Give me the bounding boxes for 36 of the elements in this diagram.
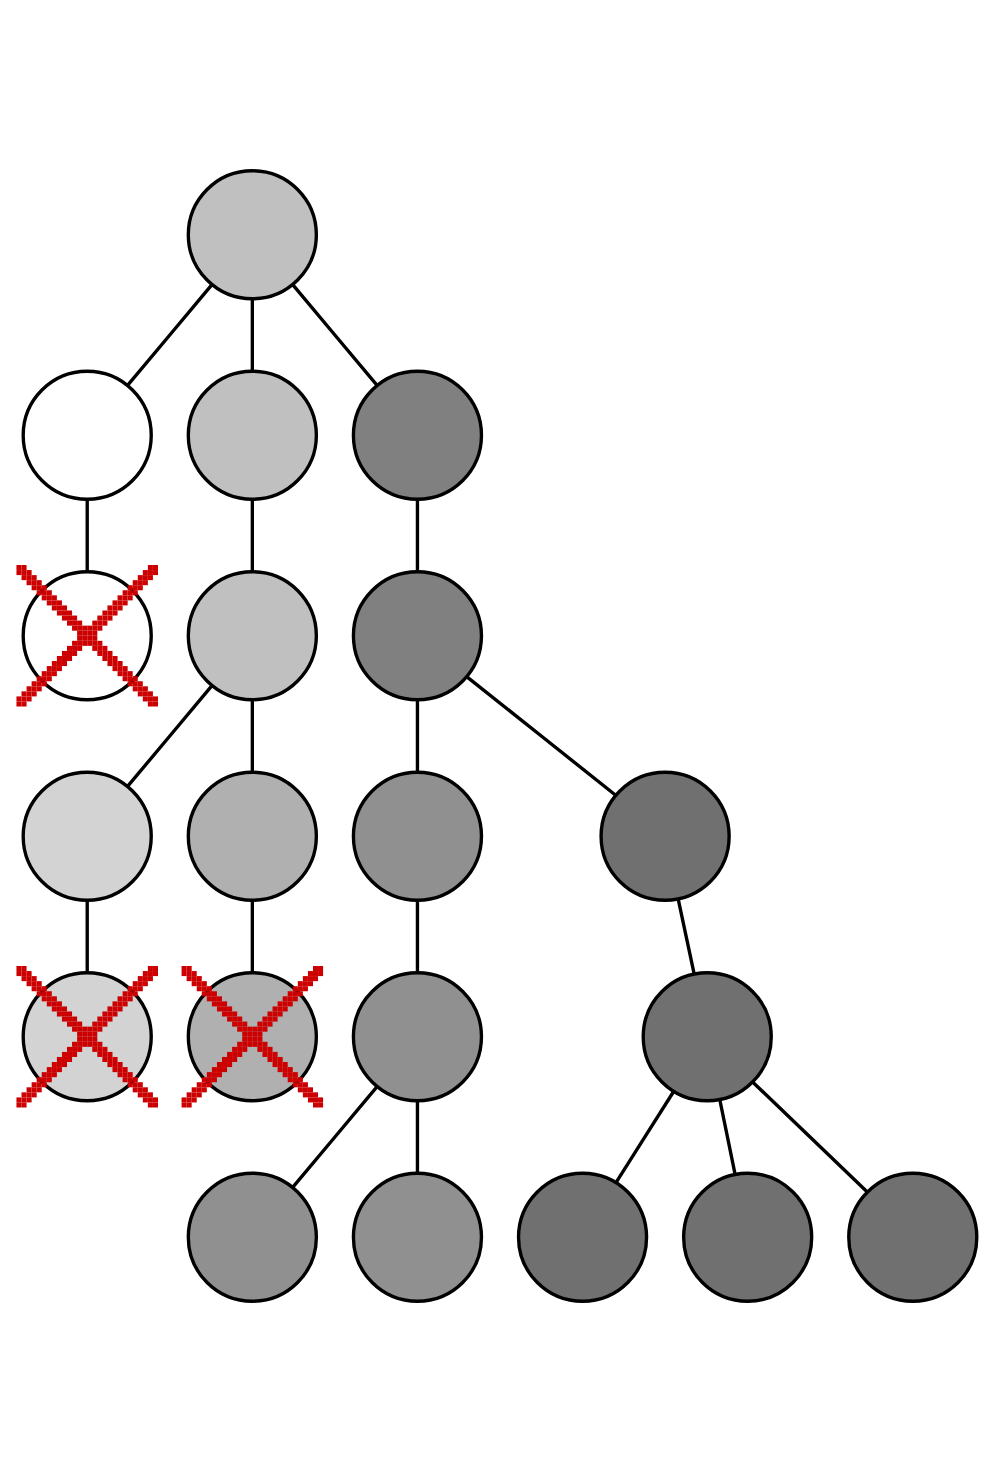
connector xyxy=(126,684,214,788)
node-circle xyxy=(681,1171,814,1303)
node-circle xyxy=(21,369,153,501)
node-circle xyxy=(186,570,319,702)
connector xyxy=(250,298,254,371)
node-circle xyxy=(21,770,153,902)
connector xyxy=(85,499,89,572)
connector xyxy=(250,699,254,772)
node-circle xyxy=(351,971,484,1103)
node-circle xyxy=(186,369,319,501)
connector xyxy=(291,283,379,387)
connector xyxy=(415,1100,420,1173)
connector xyxy=(718,1099,737,1175)
connector xyxy=(250,900,254,973)
node-circle xyxy=(351,1171,484,1303)
node-circle xyxy=(351,369,484,501)
connector xyxy=(126,283,214,387)
node-circle xyxy=(351,570,484,702)
node-circle xyxy=(351,770,484,902)
node-circle xyxy=(186,1171,319,1303)
node-circle xyxy=(599,770,731,902)
connector xyxy=(85,900,89,973)
connector xyxy=(465,675,617,797)
node-circle xyxy=(847,1171,979,1303)
connector xyxy=(415,900,420,973)
connector xyxy=(751,1080,869,1194)
connector xyxy=(614,1090,675,1184)
node-circle xyxy=(516,1171,649,1303)
connector xyxy=(291,1085,379,1189)
connector xyxy=(250,499,254,572)
connector xyxy=(676,898,696,975)
node-circle xyxy=(641,971,773,1103)
node-circle xyxy=(186,770,319,902)
connector xyxy=(415,499,420,572)
node-circle xyxy=(186,169,319,301)
connector xyxy=(415,699,420,772)
